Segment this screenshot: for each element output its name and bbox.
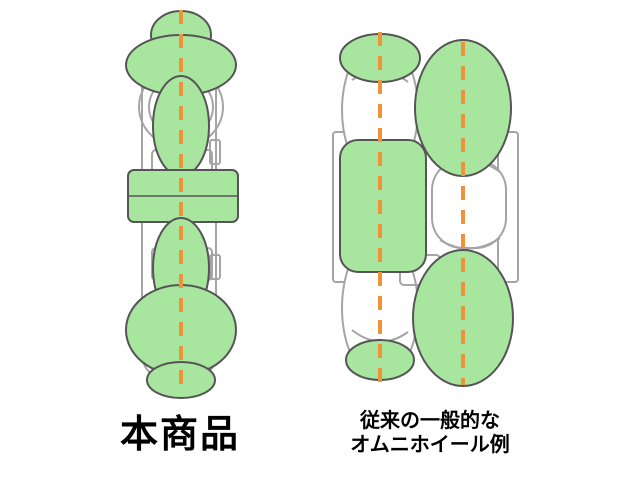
conventional-caption-line2: オムニホイール例 <box>350 432 510 456</box>
conventional-wheel <box>332 32 519 387</box>
conventional-caption-line1: 従来の一般的な <box>360 408 500 432</box>
roller-left-center <box>339 139 427 273</box>
roller-right-top <box>414 39 512 177</box>
product-wheel-rollers <box>125 10 239 399</box>
product-caption: 本商品 <box>119 412 240 456</box>
conventional-caption: 従来の一般的な オムニホイール例 <box>300 408 560 456</box>
product-wheel <box>125 10 239 399</box>
